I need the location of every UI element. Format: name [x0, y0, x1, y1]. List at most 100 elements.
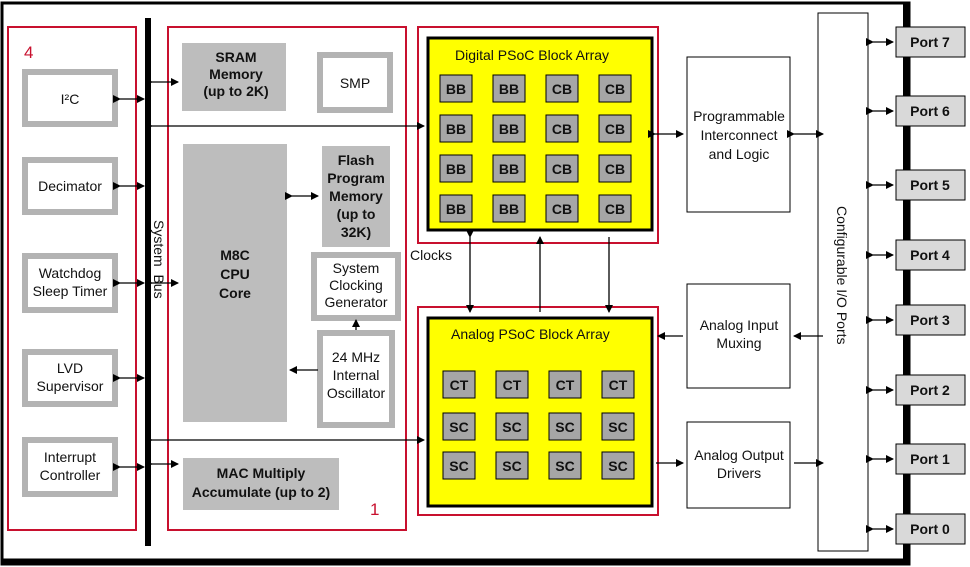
- digital-cell: [545, 194, 579, 223]
- port-label: Port 7: [910, 34, 950, 50]
- analog-cell: [495, 412, 529, 441]
- analog-array-title: Analog PSoC Block Array: [451, 326, 610, 342]
- digital-cell: [492, 74, 526, 103]
- watchdog-label-line: Sleep Timer: [33, 283, 108, 299]
- analog-output-label-line: Drivers: [717, 465, 761, 481]
- mac-block: [183, 458, 339, 510]
- io-ports-label: Configurable I/O Ports: [834, 206, 850, 345]
- analog-cell: [548, 370, 582, 399]
- digital-cell-label: CB: [552, 81, 572, 97]
- flash-label-line: (up to: [337, 206, 376, 222]
- digital-cell-label: BB: [446, 161, 466, 177]
- digital-cell: [545, 74, 579, 103]
- interrupt-block: [22, 437, 118, 497]
- sram-label-line: (up to 2K): [203, 83, 268, 99]
- digital-cell-label: CB: [605, 201, 625, 217]
- digital-cell: [492, 114, 526, 143]
- mac-label-line: Accumulate (up to 2): [192, 484, 330, 500]
- i2c-label-line: I²C: [61, 91, 80, 107]
- port-label: Port 3: [910, 312, 950, 328]
- digital-cell-label: CB: [552, 121, 572, 137]
- analog-cell: [442, 412, 476, 441]
- flash-label-line: Memory: [329, 188, 383, 204]
- lvd-label: LVD Supervisor: [37, 360, 104, 394]
- region-number-peripherals: 4: [24, 43, 33, 62]
- smp-label: SMP: [340, 75, 370, 91]
- analog-cell-label: CT: [556, 377, 575, 393]
- digital-cell-label: BB: [446, 81, 466, 97]
- digital-cell: [492, 154, 526, 183]
- smp-block: [317, 52, 393, 113]
- digital-array-title: Digital PSoC Block Array: [455, 47, 609, 63]
- flash-label-line: 32K): [341, 224, 371, 240]
- system-bus-label: System Bus: [151, 220, 167, 299]
- analog-cell-label: SC: [555, 458, 574, 474]
- connections: [113, 78, 824, 471]
- oscillator-label-line: Oscillator: [327, 385, 386, 401]
- clocks-label: Clocks: [410, 247, 452, 263]
- analog-cell: [442, 370, 476, 399]
- port-box: [895, 374, 966, 406]
- analog-output-block: [686, 421, 791, 509]
- analog-cell: [442, 451, 476, 480]
- interconnect-label-line: Interconnect: [700, 127, 777, 143]
- digital-cell: [492, 194, 526, 223]
- port-box: [895, 304, 966, 336]
- sram-label-line: Memory: [209, 66, 263, 82]
- mac-label-line: MAC Multiply: [217, 465, 306, 481]
- lvd-label-line: LVD: [57, 360, 83, 376]
- digital-cell-label: CB: [605, 161, 625, 177]
- io-ports-column: [817, 12, 869, 552]
- oscillator-block: [317, 330, 395, 428]
- core-region: [167, 26, 407, 531]
- clocking-generator-label-line: Clocking: [329, 277, 383, 293]
- digital-cell-label: BB: [499, 81, 519, 97]
- analog-input-block: [686, 283, 791, 389]
- analog-cell-label: CT: [503, 377, 522, 393]
- decimator-label-line: Decimator: [38, 178, 102, 194]
- port-box: [895, 513, 966, 545]
- analog-cell: [548, 412, 582, 441]
- digital-cell-label: CB: [605, 121, 625, 137]
- analog-cell-label: CT: [450, 377, 469, 393]
- interrupt-label-line: Interrupt: [44, 449, 96, 465]
- port-label: Port 1: [910, 451, 950, 467]
- i2c-block: [22, 69, 118, 127]
- interconnect-label-line: and Logic: [709, 146, 770, 162]
- digital-cell-label: BB: [446, 121, 466, 137]
- digital-cell: [545, 114, 579, 143]
- digital-cell: [439, 114, 473, 143]
- digital-cell-label: CB: [552, 201, 572, 217]
- digital-cell: [545, 154, 579, 183]
- clocking-generator-label-line: System: [333, 260, 380, 276]
- analog-cell: [548, 451, 582, 480]
- digital-cell-label: BB: [499, 201, 519, 217]
- analog-region: [417, 306, 659, 516]
- digital-cell: [439, 154, 473, 183]
- cpu-label-line: CPU: [220, 266, 250, 282]
- lvd-label-line: Supervisor: [37, 378, 104, 394]
- port-box: [895, 443, 966, 475]
- port-label: Port 4: [910, 247, 950, 263]
- oscillator-label-line: Internal: [333, 367, 380, 383]
- digital-cell-label: CB: [552, 161, 572, 177]
- analog-cell-label: SC: [555, 419, 574, 435]
- analog-cell-label: SC: [502, 419, 521, 435]
- analog-output-label-line: Analog Output: [694, 447, 784, 463]
- smp-label-line: SMP: [340, 75, 370, 91]
- region-number-core: 1: [370, 500, 379, 519]
- cpu-label-line: M8C: [220, 247, 250, 263]
- peripherals-region: [7, 26, 137, 531]
- analog-cell-label: SC: [608, 419, 627, 435]
- cpu-core-block: [183, 144, 287, 422]
